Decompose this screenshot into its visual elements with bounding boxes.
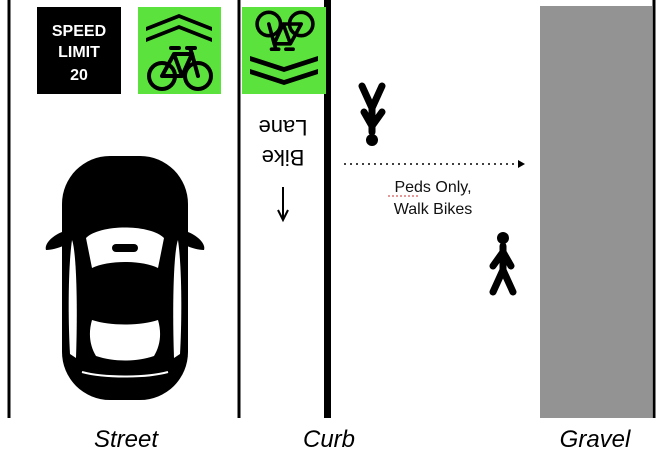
bike-lane-sign [242, 7, 326, 94]
street-label: Street [94, 426, 159, 453]
car-icon [45, 156, 205, 400]
sidewalk-note-line-2: Walk Bikes [394, 201, 473, 218]
bike-lane-word-2: Lane [259, 115, 308, 140]
bike-lane-word-1: Bike [262, 145, 305, 170]
gravel-strip [540, 6, 652, 418]
gravel-label: Gravel [560, 426, 631, 453]
speed-sign-line-3: 20 [70, 67, 88, 84]
speed-sign-line-2: LIMIT [58, 44, 100, 61]
sidewalk-note-line-1: Peds Only, [394, 179, 471, 196]
street-sharrow-sign [138, 7, 221, 94]
chevron-down-icon [250, 56, 318, 85]
dotted-arrow [344, 160, 525, 168]
pedestrian-icon [493, 232, 513, 292]
speed-limit-sign: SPEED LIMIT 20 [37, 7, 121, 94]
chevron-up-icon [146, 14, 212, 42]
curb-label: Curb [303, 426, 355, 453]
bike-lane-marking: Bike Lane [259, 115, 308, 170]
arrow-down-icon [277, 187, 289, 223]
speed-sign-line-1: SPEED [52, 23, 106, 40]
pedestrian-icon [362, 86, 382, 146]
